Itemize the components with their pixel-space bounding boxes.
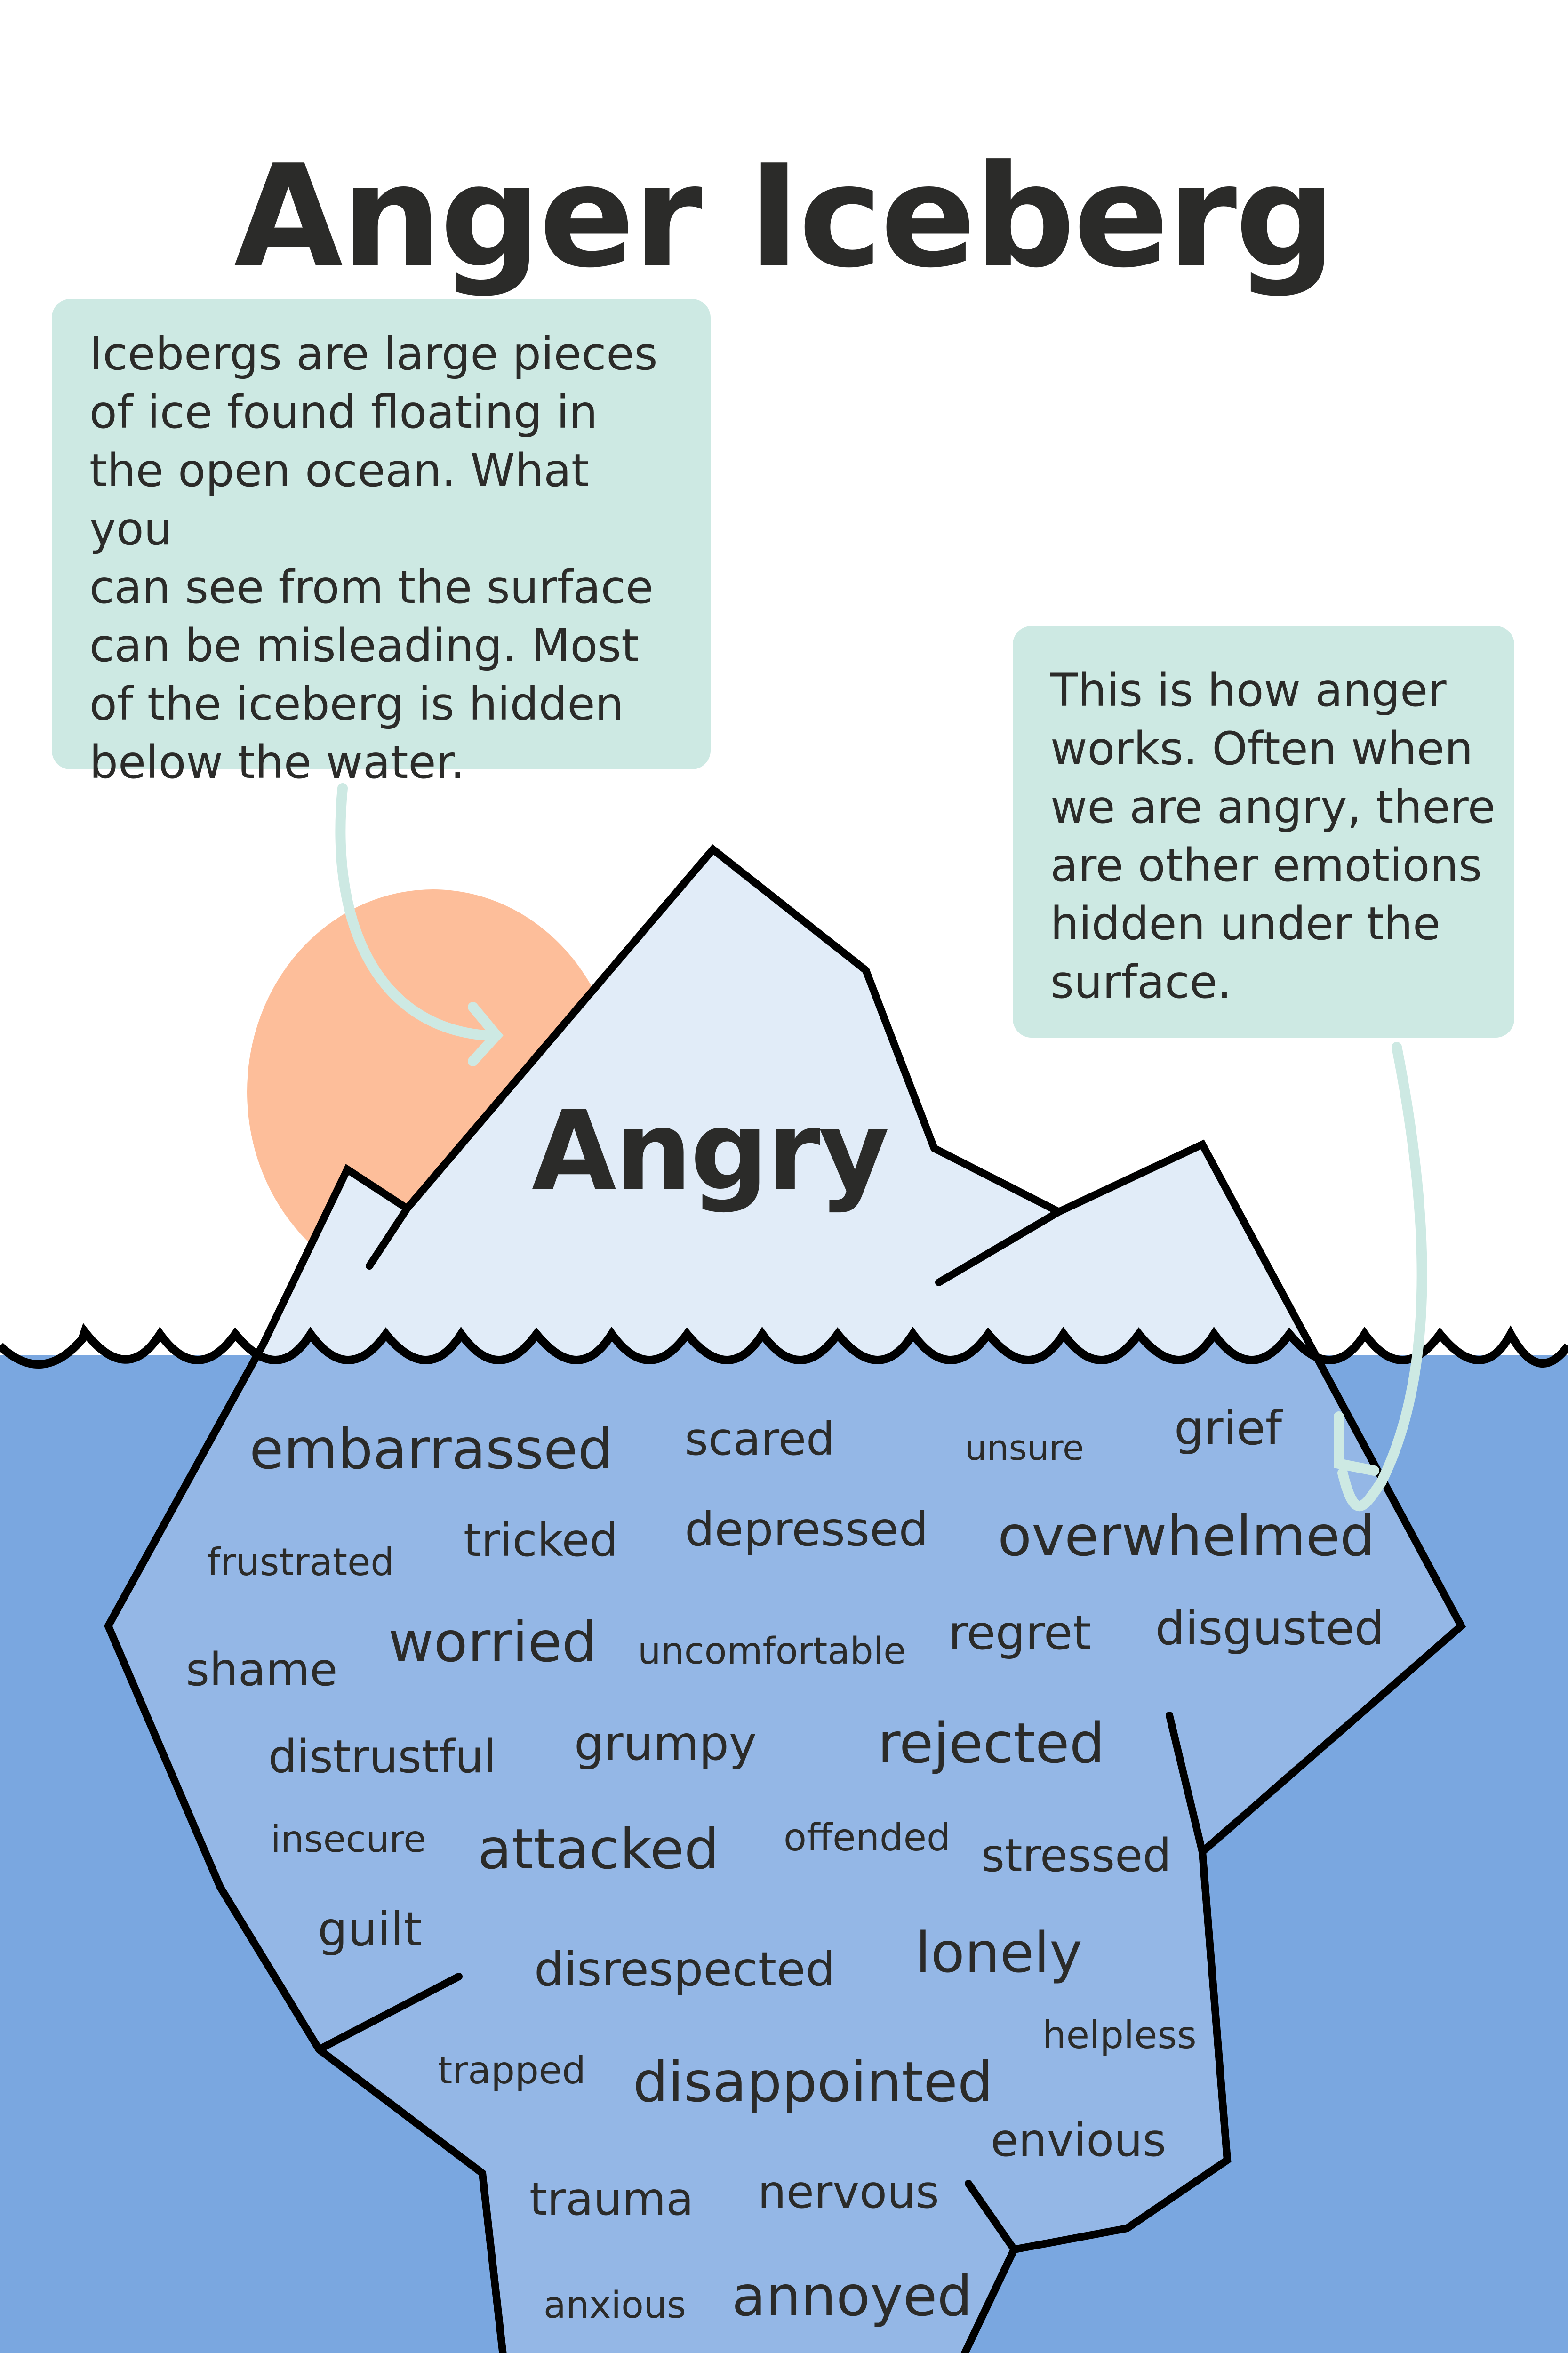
emotion-word: nervous [758, 2166, 939, 2218]
emotion-word: envious [991, 2114, 1166, 2167]
emotion-word: disappointed [633, 2049, 993, 2114]
emotion-word: worried [388, 1609, 597, 1674]
emotion-word: trapped [438, 2049, 586, 2092]
emotion-word: lonely [915, 1920, 1082, 1985]
emotion-word: disrespected [534, 1942, 836, 1997]
emotion-word: annoyed [732, 2264, 973, 2329]
callout-box-right: This is how anger works. Often when we a… [1013, 626, 1514, 1038]
arrow-left-callout [335, 783, 504, 1066]
emotion-word: embarrassed [249, 1417, 613, 1481]
emotion-word: disgusted [1155, 1601, 1384, 1656]
emotion-word: shame [186, 1643, 338, 1696]
emotion-word: grief [1174, 1401, 1282, 1456]
iceberg-outline [104, 844, 1466, 2353]
emotion-word: offended [784, 1816, 951, 1859]
emotion-word: scared [685, 1413, 835, 1465]
arrow-right-callout [1334, 1042, 1427, 1512]
page-title: Anger Iceberg [233, 135, 1336, 299]
surface-emotion-label: Angry [532, 1088, 889, 1215]
emotion-word: grumpy [574, 1716, 757, 1771]
iceberg-cracks [315, 1205, 1206, 2253]
emotion-word: unsure [965, 1428, 1084, 1468]
emotion-word: frustrated [207, 1540, 395, 1584]
iceberg-tip [108, 849, 1461, 1359]
callout-box-left: Icebergs are large pieces of ice found f… [52, 299, 711, 789]
emotion-word: rejected [878, 1711, 1105, 1776]
waterline-waves [0, 1323, 1568, 1369]
emotion-word: distrustful [268, 1730, 496, 1783]
emotion-word: uncomfortable [638, 1630, 906, 1673]
emotion-word: trauma [529, 2173, 694, 2225]
emotion-word: stressed [981, 1829, 1172, 1882]
emotion-word: tricked [464, 1514, 618, 1567]
emotion-word: insecure [271, 1818, 426, 1861]
callout-text-right: This is how anger works. Often when we a… [1050, 664, 1496, 1008]
emotion-word: anxious [544, 2284, 686, 2327]
emotion-word: depressed [685, 1502, 929, 1557]
emotion-word: guilt [318, 1902, 422, 1957]
emotion-word: regret [948, 1605, 1091, 1660]
emotion-word: helpless [1042, 2013, 1197, 2057]
emotion-word: attacked [478, 1817, 720, 1881]
emotion-word: overwhelmed [998, 1504, 1376, 1569]
callout-text-left: Icebergs are large pieces of ice found f… [89, 328, 658, 789]
